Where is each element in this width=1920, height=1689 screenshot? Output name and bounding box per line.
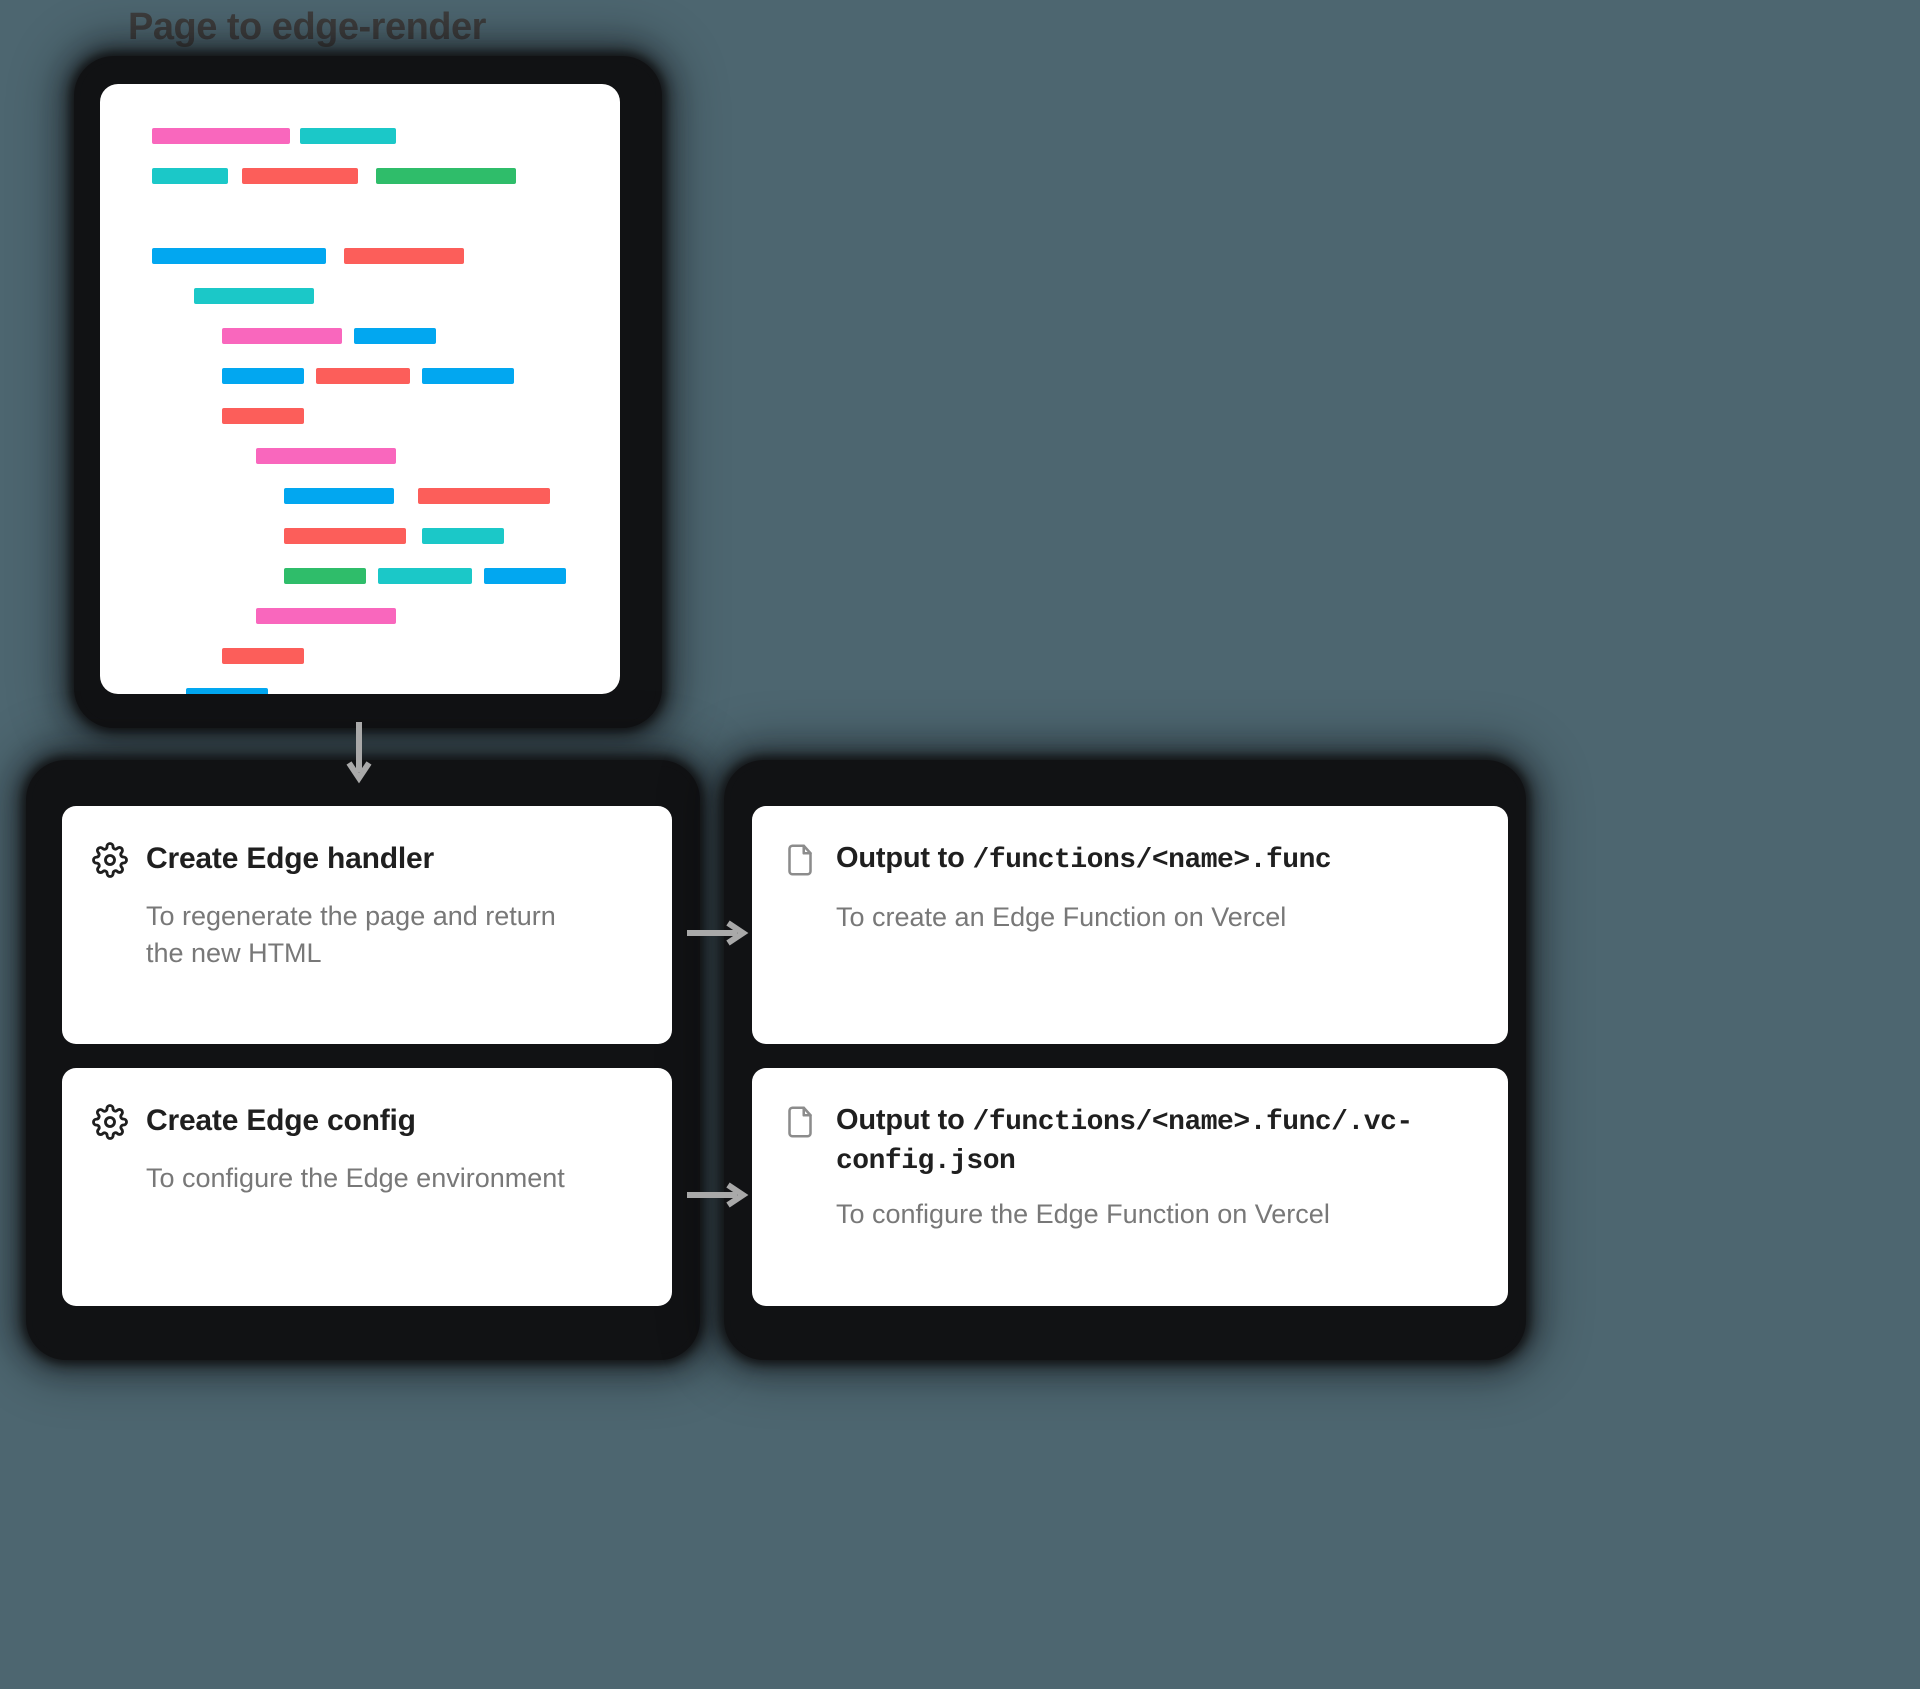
card-header: Create Edge config	[92, 1102, 636, 1140]
card-title: Create Edge handler	[146, 842, 434, 875]
card-subtitle: To create an Edge Function on Vercel	[836, 901, 1287, 932]
code-line	[484, 568, 566, 584]
code-line	[186, 688, 268, 694]
code-line	[354, 328, 436, 344]
code-line	[376, 168, 516, 184]
code-line	[418, 488, 550, 504]
card-header: Create Edge handler	[92, 840, 636, 878]
code-line	[256, 448, 396, 464]
code-line	[300, 128, 396, 144]
code-line	[152, 128, 290, 144]
code-line	[256, 608, 396, 624]
code-line	[378, 568, 472, 584]
card-title: Create Edge config	[146, 1104, 416, 1137]
gear-icon	[92, 842, 128, 878]
code-line	[284, 528, 406, 544]
arrow-code-to-handler-icon	[346, 722, 372, 784]
card-header: Output to /functions/<name>.func	[782, 840, 1472, 879]
code-line	[194, 288, 314, 304]
code-line	[152, 248, 326, 264]
card-title: Output to /functions/<name>.func/.vc-con…	[836, 1102, 1472, 1180]
code-line	[222, 648, 304, 664]
code-line	[222, 408, 304, 424]
code-line	[422, 368, 514, 384]
page-title: Page to edge-render	[128, 6, 486, 48]
card-title-prefix: Output to	[836, 842, 973, 874]
card-subtitle: To configure the Edge Function on Vercel	[836, 1198, 1330, 1229]
file-icon	[782, 1104, 818, 1140]
code-line	[242, 168, 358, 184]
code-line	[316, 368, 410, 384]
code-line	[344, 248, 464, 264]
arrow-config-to-output-icon	[687, 1182, 749, 1208]
card-create-edge-handler[interactable]: Create Edge handler To regenerate the pa…	[62, 806, 672, 1044]
page-source-code-panel	[100, 84, 620, 694]
card-header: Output to /functions/<name>.func/.vc-con…	[782, 1102, 1472, 1180]
card-title-path: /functions/<name>.func/.vc-config.json	[836, 1107, 1413, 1177]
file-icon	[782, 842, 818, 878]
card-title: Output to /functions/<name>.func	[836, 840, 1332, 879]
code-line	[284, 488, 394, 504]
code-line	[222, 328, 342, 344]
card-create-edge-config[interactable]: Create Edge config To configure the Edge…	[62, 1068, 672, 1306]
code-line	[422, 528, 504, 544]
gear-icon	[92, 1104, 128, 1140]
card-title-path: /functions/<name>.func	[972, 845, 1332, 876]
code-line	[222, 368, 304, 384]
card-subtitle: To configure the Edge environment	[146, 1163, 565, 1194]
card-output-function[interactable]: Output to /functions/<name>.func To crea…	[752, 806, 1508, 1044]
card-title-prefix: Output to	[836, 1104, 973, 1136]
card-output-config[interactable]: Output to /functions/<name>.func/.vc-con…	[752, 1068, 1508, 1306]
code-line	[284, 568, 366, 584]
code-line	[152, 168, 228, 184]
arrow-handler-to-output-icon	[687, 920, 749, 946]
card-subtitle: To regenerate the page and return the ne…	[146, 901, 556, 968]
